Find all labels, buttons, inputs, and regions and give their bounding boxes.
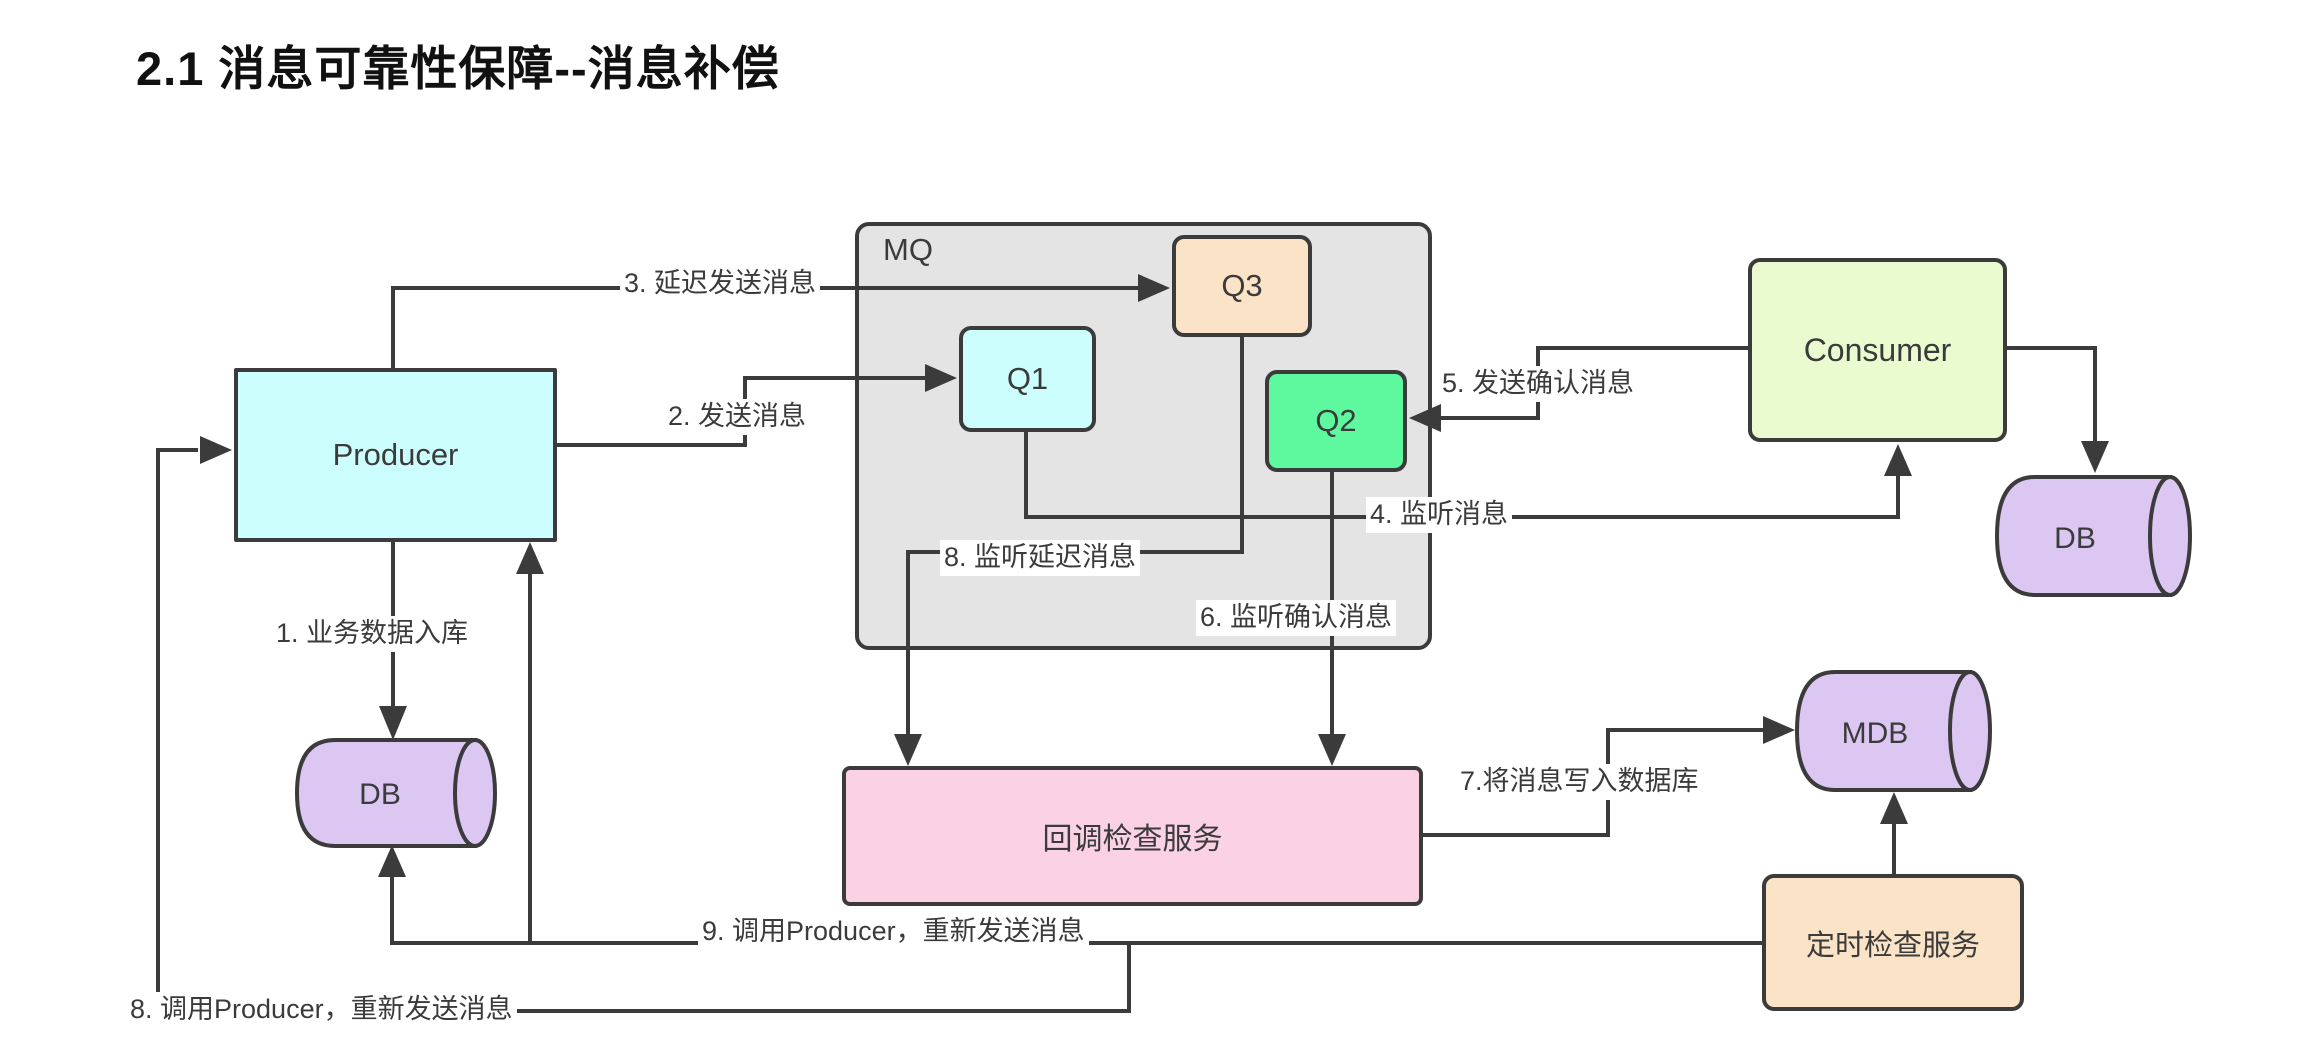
mq-container-label: MQ	[883, 232, 933, 267]
queue-q1-node: Q1	[959, 326, 1096, 432]
queue-q3-node: Q3	[1172, 235, 1312, 337]
edge-6-label: 6. 监听确认消息	[1196, 600, 1397, 636]
mdb-cylinder: MDB	[1794, 670, 1992, 792]
consumer-label: Consumer	[1803, 331, 1952, 368]
db-consumer-label: DB	[2054, 522, 2096, 555]
timer-check-service-label: 定时检查服务	[1805, 929, 1980, 962]
edge-consumer-db-arrowhead	[2081, 441, 2109, 473]
edge-9-db-arrowhead	[378, 845, 406, 877]
edge-9-producer-arrowhead	[516, 542, 544, 574]
edge-6-arrowhead	[1318, 734, 1346, 766]
edge-3-label: 3. 延迟发送消息	[620, 266, 821, 302]
callback-check-service-label: 回调检查服务	[1042, 823, 1223, 856]
producer-node: Producer	[234, 368, 557, 542]
queue-q1-label: Q1	[1006, 361, 1049, 396]
edge-8-listen-label: 8. 监听延迟消息	[940, 540, 1141, 576]
consumer-node: Consumer	[1748, 258, 2007, 442]
edge-5-label: 5. 发送确认消息	[1438, 366, 1639, 402]
page-title: 2.1 消息可靠性保障--消息补偿	[136, 42, 780, 95]
db-consumer-cylinder-cap	[2148, 475, 2192, 597]
edge-3-arrowhead	[1138, 274, 1170, 302]
edge-4-arrowhead	[1884, 444, 1912, 476]
db-producer-cylinder-body	[294, 738, 477, 848]
callback-check-service-node: 回调检查服务	[842, 766, 1423, 906]
mdb-cylinder-cap	[1948, 670, 1992, 792]
timer-check-service-node: 定时检查服务	[1762, 874, 2024, 1011]
edge-1-arrowhead	[379, 706, 407, 740]
edge-consumer-db-line	[2007, 346, 2097, 443]
db-consumer-cylinder: DB	[1994, 475, 2192, 597]
edge-7-label: 7.将消息写入数据库	[1456, 764, 1703, 800]
edge-9-call-label: 9. 调用Producer，重新发送消息	[698, 914, 1089, 950]
db-producer-cylinder-cap	[453, 738, 497, 848]
edge-2-arrowhead	[925, 364, 957, 392]
edge-9-line	[390, 877, 1762, 945]
db-consumer-cylinder-body	[1994, 475, 2172, 597]
edge-8-listen-arrowhead	[894, 734, 922, 766]
edge-5-arrowhead	[1409, 404, 1441, 432]
queue-q3-label: Q3	[1221, 268, 1263, 303]
producer-label: Producer	[332, 437, 459, 472]
edge-timer-mdb-arrowhead	[1880, 792, 1908, 824]
queue-q2-node: Q2	[1265, 370, 1407, 472]
mdb-label: MDB	[1842, 717, 1909, 750]
edge-1-label: 1. 业务数据入库	[272, 616, 473, 652]
edge-3-line	[391, 286, 1138, 368]
db-producer-cylinder: DB	[294, 738, 497, 848]
db-producer-label: DB	[359, 778, 401, 811]
edge-2-label: 2. 发送消息	[664, 399, 811, 435]
queue-q2-label: Q2	[1315, 403, 1357, 438]
edge-4-label: 4. 监听消息	[1366, 497, 1513, 533]
edge-8-call-arrowhead	[200, 436, 232, 464]
edge-8-call-label: 8. 调用Producer，重新发送消息	[126, 992, 517, 1028]
mdb-cylinder-body	[1794, 670, 1972, 792]
edge-7-arrowhead	[1763, 716, 1795, 744]
